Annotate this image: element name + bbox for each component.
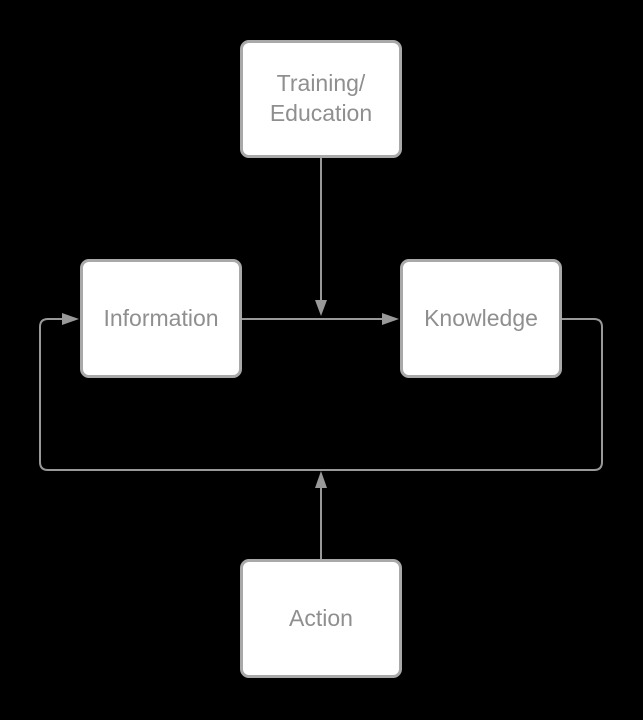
node-label-knowledge: Knowledge: [424, 304, 538, 331]
arrowhead-right-into-information: [62, 313, 79, 325]
node-training-education[interactable]: Training/ Education: [240, 40, 402, 158]
node-label-action: Action: [289, 604, 353, 631]
node-label-training-education: Training/ Education: [269, 70, 373, 126]
edge-knowledge-loop-to-information: [39, 318, 603, 471]
node-action[interactable]: Action: [240, 559, 402, 678]
node-knowledge[interactable]: Knowledge: [400, 259, 562, 378]
arrowhead-down-into-junction: [315, 300, 327, 316]
arrowhead-up-into-feedback-line: [315, 471, 327, 488]
arrowhead-right-into-knowledge: [382, 313, 399, 325]
node-label-information: Information: [103, 304, 219, 331]
node-information[interactable]: Information: [80, 259, 242, 378]
